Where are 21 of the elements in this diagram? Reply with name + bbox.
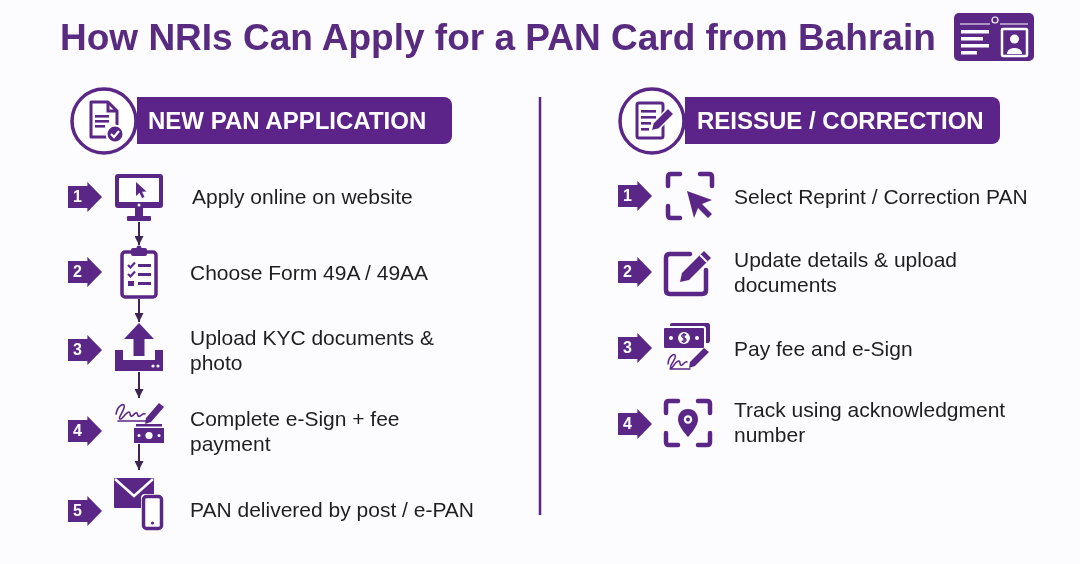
- step-text: Upload KYC documents & photo: [190, 325, 435, 375]
- arrow: [134, 221, 144, 246]
- selection-cursor-icon: [665, 171, 715, 221]
- step-text: Select Reprint / Correction PAN: [734, 183, 1029, 209]
- arrow: [134, 371, 144, 399]
- step-text: Pay fee and e-Sign: [734, 335, 914, 361]
- section-header-band: NEW PAN APPLICATION: [137, 97, 452, 144]
- title: How NRIs Can Apply for a PAN Card from Bahrain: [60, 16, 936, 60]
- location-pin-icon: [663, 398, 713, 448]
- arrow: [134, 443, 144, 471]
- step-text: Complete e-Sign + fee payment: [190, 406, 401, 456]
- monitor-cursor-icon: [113, 172, 165, 222]
- step-text: Choose Form 49A / 49AA: [190, 259, 430, 285]
- step-text: PAN delivered by post / e-PAN: [190, 496, 475, 522]
- upload-tray-icon: [113, 322, 165, 372]
- clipboard-checklist-icon: [119, 245, 159, 299]
- section-header-band: REISSUE / CORRECTION: [685, 97, 1000, 144]
- step-text: Track using acknowledgment number: [734, 397, 1007, 447]
- arrow: [134, 298, 144, 323]
- step-text: Update details & upload documents: [734, 247, 958, 297]
- step-text: Apply online on website: [192, 183, 414, 209]
